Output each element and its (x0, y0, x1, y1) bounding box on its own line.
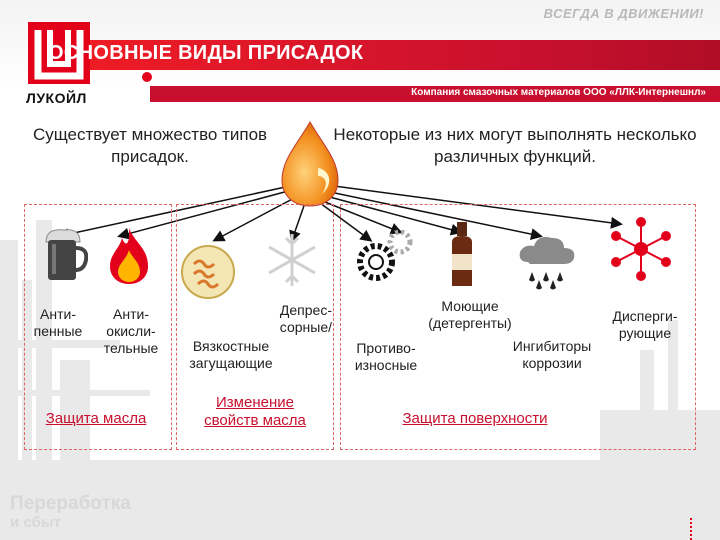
group-oil-protection (24, 204, 172, 450)
link-surface-protection[interactable]: Защита поверхности (402, 410, 548, 427)
lukoil-logo-icon (28, 22, 90, 84)
label-antifoam: Анти- пенные (33, 306, 83, 339)
group-property-change (176, 204, 334, 450)
label-viscosity: Вязкостные загущающие (189, 338, 273, 371)
link-oil-protection[interactable]: Защита масла (45, 410, 147, 427)
refinery-background (0, 220, 720, 540)
beer-mug-icon (45, 229, 88, 280)
bottle-icon (452, 222, 472, 286)
title-bar (90, 40, 720, 70)
company-bar (150, 86, 720, 102)
viscosity-bacteria-icon (181, 245, 235, 299)
label-detergent: Моющие (детергенты) (428, 298, 512, 331)
footer-logo-line1: Переработка (10, 493, 131, 514)
logo-wordmark: ЛУКОЙЛ (26, 90, 87, 106)
label-antioxidant: Анти- окисли- тельные (103, 306, 159, 356)
label-depressant: Депрес- сорные/ (279, 302, 332, 335)
snowflake-icon (268, 234, 316, 286)
molecule-icon (611, 217, 671, 281)
label-dispersant: Дисперги- рующие (612, 308, 678, 341)
link-property-change[interactable]: Изменение свойств масла (204, 394, 306, 429)
intro-right-text: Некоторые из них могут выполнять несколь… (333, 125, 697, 166)
company-name: Компания смазочных материалов ООО «ЛЛК-И… (411, 87, 706, 98)
footer-logo: Переработка и сбыт (10, 494, 131, 532)
rain-cloud-icon (519, 237, 575, 290)
flame-icon (110, 228, 148, 284)
intro-left-text: Существует множество типов присадок. (32, 125, 268, 166)
label-antiwear: Противо- износные (354, 340, 418, 373)
slogan: ВСЕГДА В ДВИЖЕНИИ! (543, 6, 704, 21)
title-dot (142, 72, 152, 82)
page-title: ОСНОВНЫЕ ВИДЫ ПРИСАДОК (48, 42, 364, 64)
group-surface-protection (340, 204, 696, 450)
gears-icon (357, 229, 413, 281)
footer-dotted-line (690, 518, 696, 540)
footer-logo-line2: и сбыт (10, 514, 61, 531)
label-corrosion-inhibitor: Ингибиторы коррозии (512, 338, 592, 371)
